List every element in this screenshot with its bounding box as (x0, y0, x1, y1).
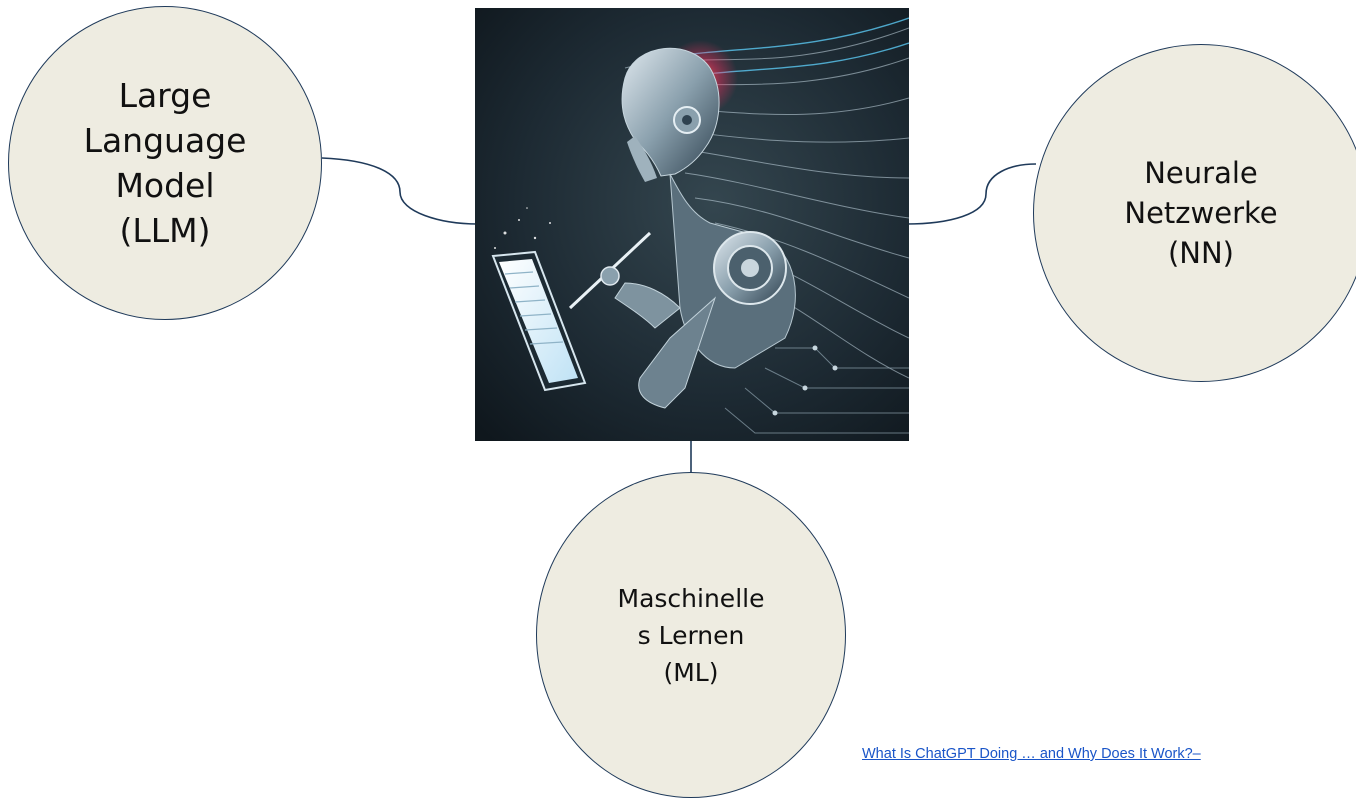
node-label-ml: Maschinelle s Lernen (ML) (617, 583, 765, 687)
source-link[interactable]: What Is ChatGPT Doing … and Why Does It … (862, 746, 1201, 762)
node-nn: Neurale Netzwerke (NN) (1033, 44, 1356, 382)
robot-image (475, 8, 909, 441)
node-label-nn: Neurale Netzwerke (NN) (1124, 156, 1278, 270)
node-llm: Large Language Model (LLM) (8, 6, 322, 320)
node-label-llm: Large Language Model (LLM) (83, 76, 247, 250)
node-ml: Maschinelle s Lernen (ML) (536, 472, 846, 798)
connector-nn (905, 163, 1037, 225)
connector-llm (321, 157, 479, 225)
